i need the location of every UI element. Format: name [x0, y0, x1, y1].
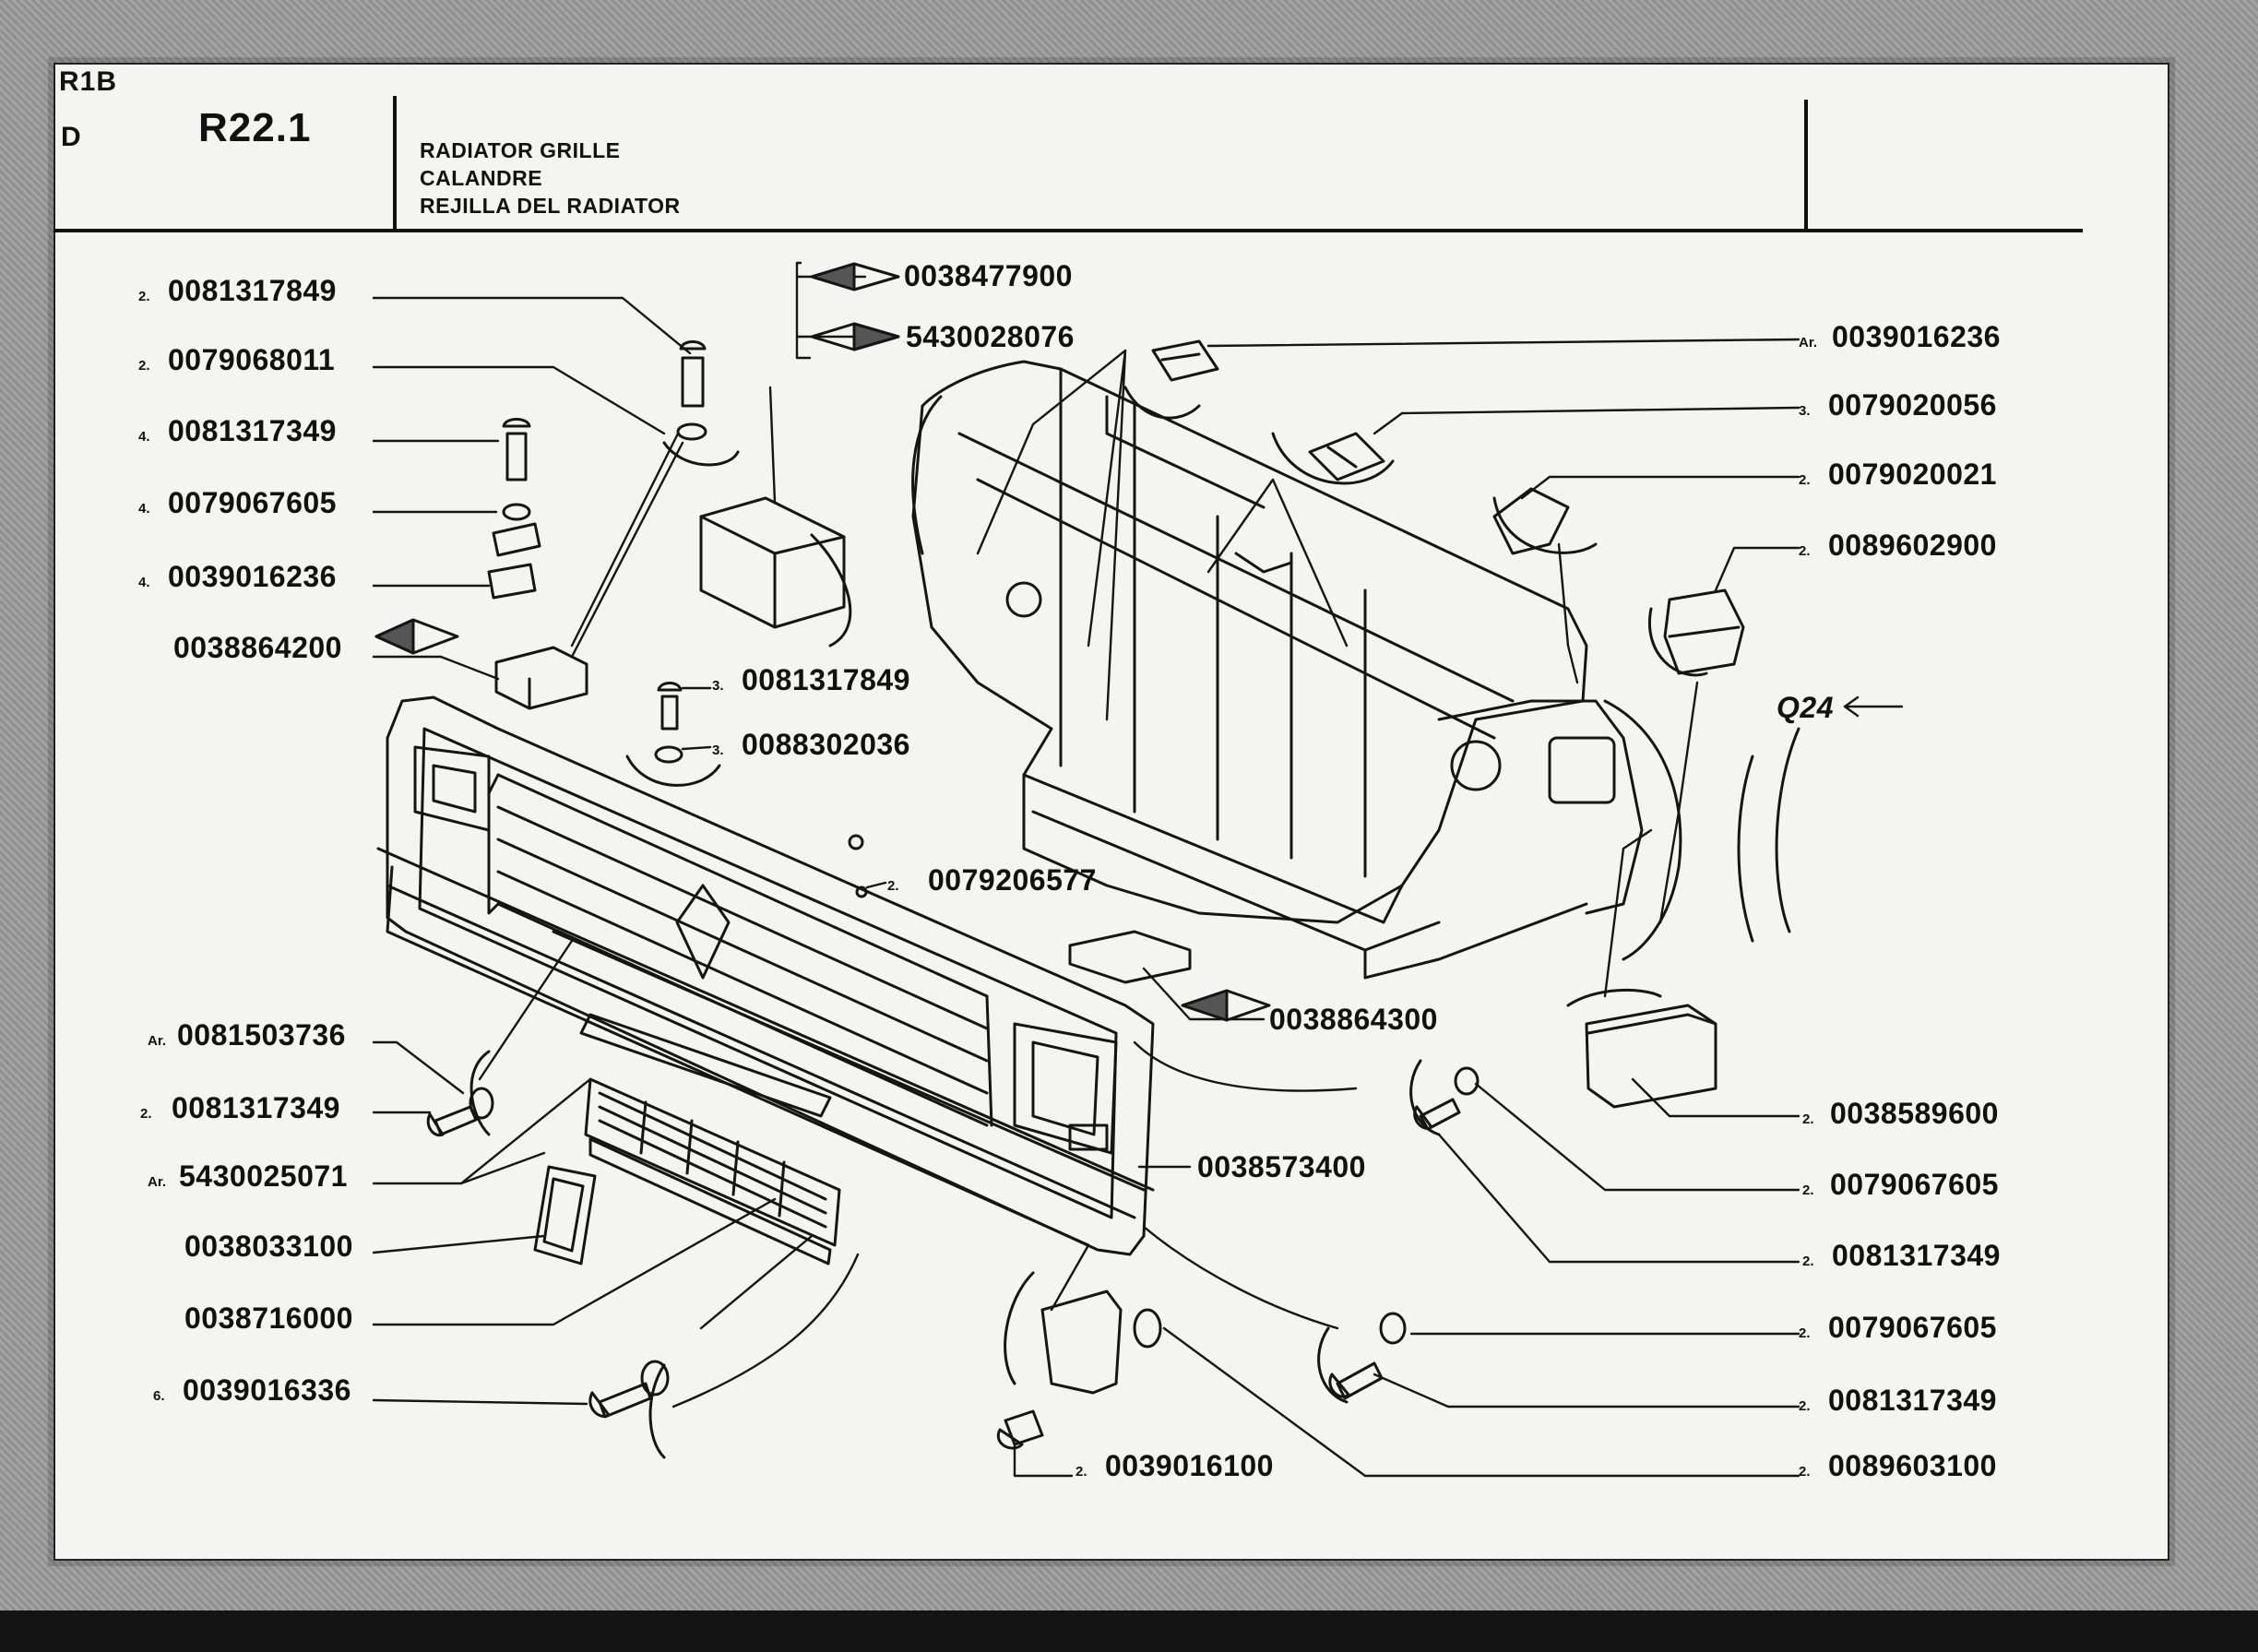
label-qty: Ar.	[1799, 335, 1817, 351]
label-ref: 0039016236	[1832, 320, 2001, 353]
page-reference: R22.1	[198, 105, 312, 150]
clip-0038864200	[494, 646, 588, 710]
label-qty: 2.	[1799, 1398, 1811, 1414]
scan-bottom-edge	[0, 1610, 2258, 1652]
label-ref: 0079020056	[1828, 388, 1997, 422]
label-ref: 0038716000	[184, 1301, 353, 1335]
label-ref: 0038477900	[904, 259, 1073, 292]
label-ref: 0038033100	[184, 1230, 353, 1263]
label-qty: Ar.	[148, 1033, 166, 1049]
label-ref: 0089602900	[1828, 529, 1997, 562]
rubber-block	[1585, 1004, 1717, 1109]
label-qty: 2.	[1076, 1464, 1087, 1480]
variant-markers	[374, 262, 1271, 1022]
label-qty: 3.	[1799, 403, 1811, 419]
part-labels: 2. 0081317849 2. 0079068011 4. 008131734…	[138, 259, 2001, 1482]
bracket	[1040, 1290, 1123, 1395]
label-qty: 2.	[887, 878, 899, 894]
label-ref: 0088302036	[742, 728, 910, 761]
label-ref: 0079067605	[1828, 1311, 1997, 1344]
label-qty: 2.	[1802, 1254, 1814, 1269]
leader-lines	[372, 261, 1904, 1478]
label-ref: 0038573400	[1197, 1150, 1366, 1183]
bumper-block	[1663, 588, 1745, 675]
label-ref: 0079068011	[168, 343, 335, 376]
label-ref: 0081317349	[172, 1091, 340, 1124]
label-ref: 0081317349	[1828, 1384, 1997, 1417]
label-qty: 2.	[1799, 543, 1811, 559]
label-qty: 4.	[138, 501, 150, 517]
badge-plate	[533, 1165, 597, 1266]
label-ref: 0039016100	[1105, 1449, 1274, 1482]
label-ref: 0079020021	[1828, 458, 1997, 491]
label-qty: 4.	[138, 429, 150, 445]
label-qty: 2.	[140, 1106, 152, 1122]
label-ref: 0081317849	[168, 274, 337, 307]
label-qty: 3.	[712, 678, 724, 694]
market-code: D	[61, 122, 81, 152]
label-qty: 6.	[153, 1388, 165, 1404]
mesh-panel	[584, 1077, 841, 1266]
label-qty: 2.	[1802, 1183, 1814, 1198]
fasteners	[426, 340, 1480, 1450]
label-ref: 0089603100	[1828, 1449, 1997, 1482]
label-ref: 0079067605	[1830, 1168, 1999, 1201]
label-qty: Ar.	[148, 1174, 166, 1190]
label-qty: 4.	[138, 575, 150, 590]
label-ref: 0081317849	[742, 663, 910, 696]
label-ref: 0039016236	[168, 560, 337, 593]
header-rule	[53, 229, 2083, 232]
header-divider-left	[393, 96, 397, 229]
label-qty: 2.	[138, 289, 150, 304]
label-ref: 0079206577	[928, 863, 1097, 897]
label-qty: 2.	[138, 358, 150, 374]
label-ref: 0038864300	[1269, 1003, 1438, 1036]
clip-0038864300	[1068, 930, 1192, 984]
label-qty: 2.	[1799, 472, 1811, 488]
clip-top	[1151, 339, 1219, 382]
title-spanish: REJILLA DEL RADIATOR	[420, 194, 681, 218]
label-qty: 2.	[1802, 1111, 1814, 1127]
label-qty: 3.	[712, 743, 724, 758]
label-ref: 0038589600	[1830, 1097, 1999, 1130]
box-clip	[699, 496, 846, 629]
label-qty: 2.	[1799, 1325, 1811, 1341]
clip-mid	[1308, 432, 1385, 481]
label-ref: 5430028076	[906, 320, 1075, 353]
title-french: CALANDRE	[420, 166, 543, 190]
radiator-grille	[376, 695, 1155, 1256]
detail-arcs	[469, 386, 1708, 1459]
clip-right	[1492, 487, 1570, 555]
label-ref: 0039016336	[183, 1373, 351, 1407]
model-code: R1B	[59, 66, 118, 97]
front-panel-assembly	[911, 360, 1800, 980]
label-ref: 0081317349	[168, 414, 337, 447]
label-ref: 0038864200	[173, 631, 342, 664]
label-ref: 0079067605	[168, 486, 337, 519]
label-ref: 5430025071	[179, 1159, 348, 1193]
title-english: RADIATOR GRILLE	[420, 138, 621, 162]
label-qty: 2.	[1799, 1464, 1811, 1480]
view-marker-q24: Q24	[1777, 691, 1834, 724]
label-ref: 0081503736	[177, 1018, 346, 1052]
header-divider-right	[1804, 100, 1808, 229]
label-ref: 0081317349	[1832, 1239, 2001, 1272]
